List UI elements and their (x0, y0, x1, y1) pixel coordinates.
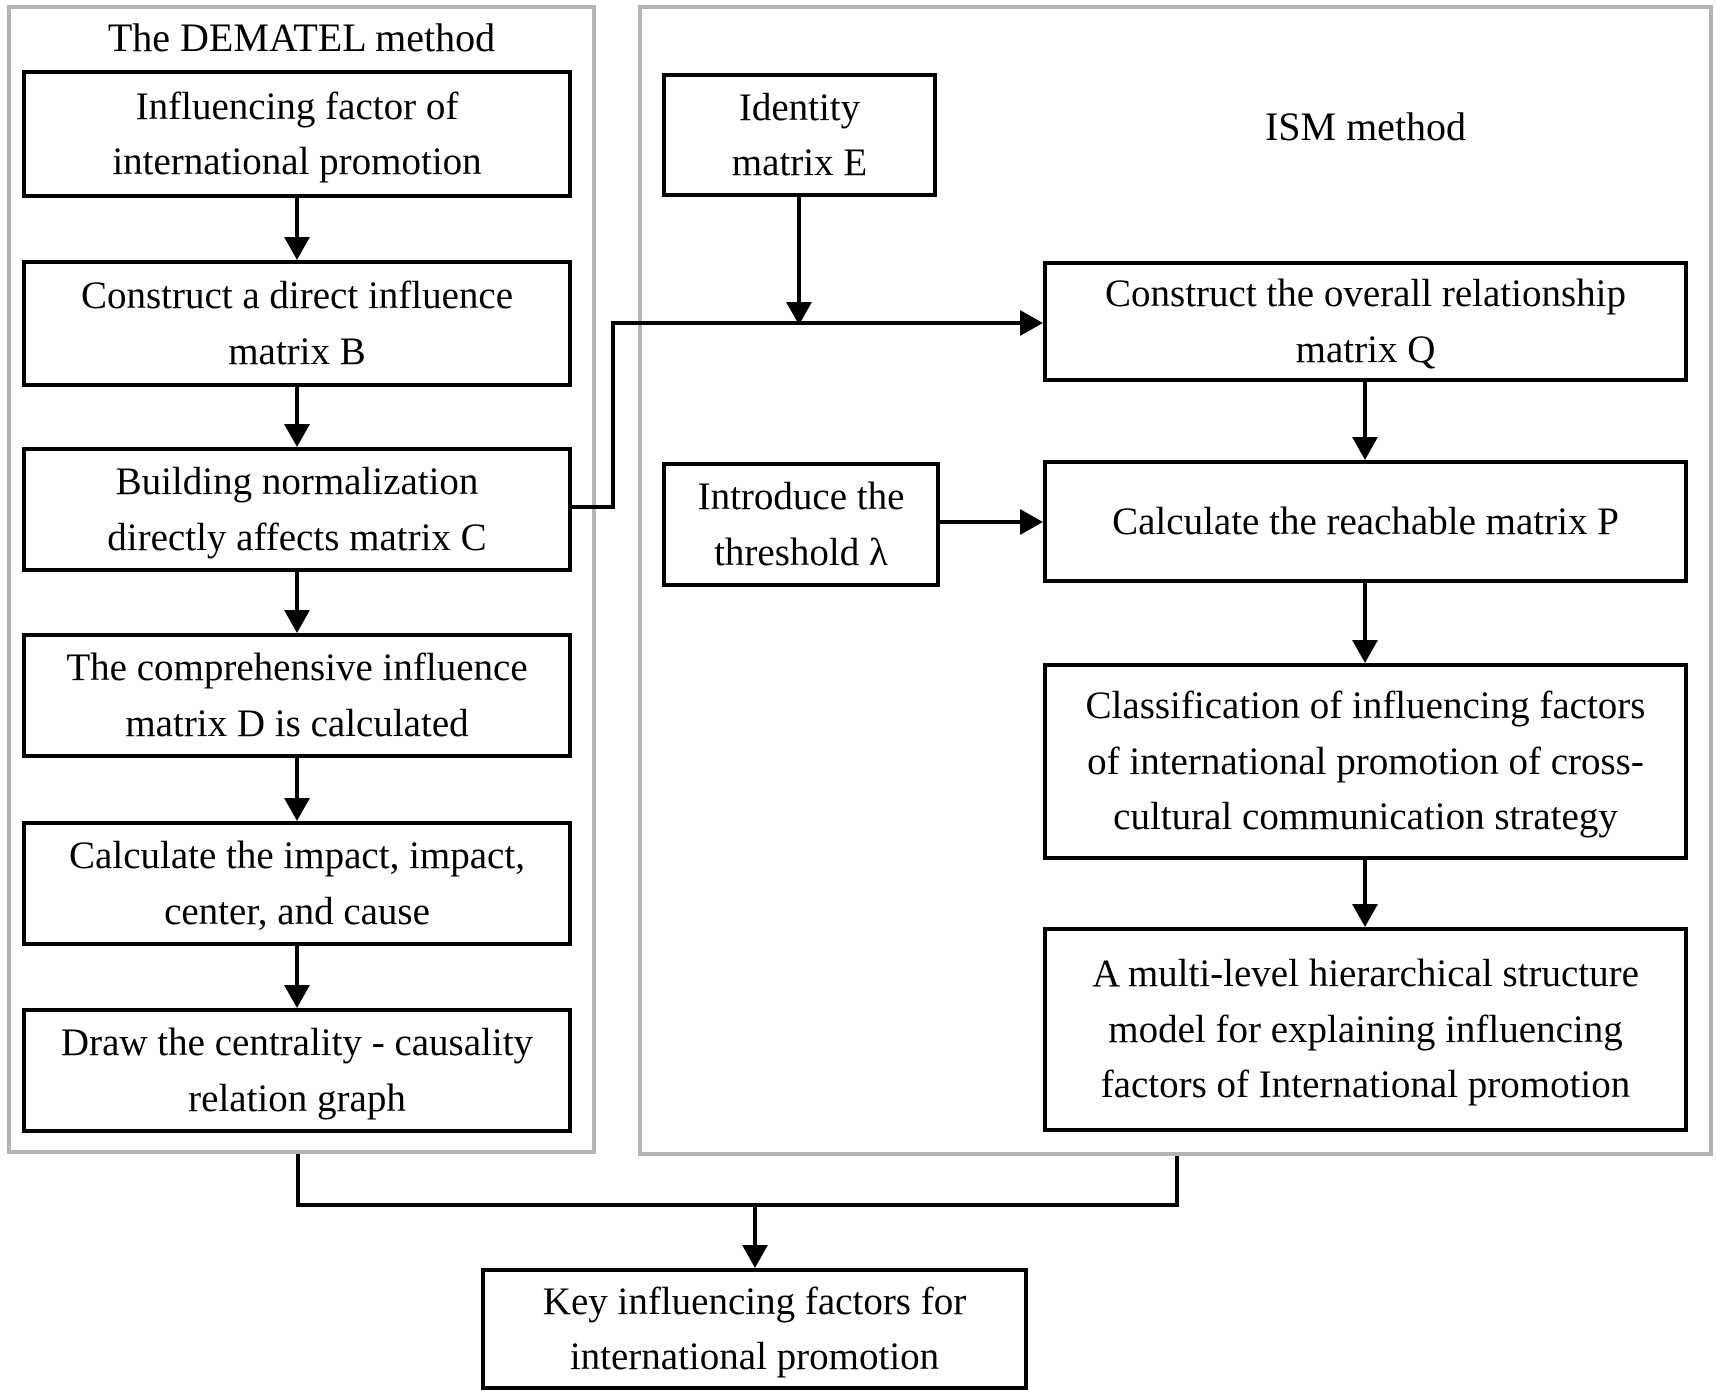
flow-line (295, 572, 299, 612)
arrowhead-right-icon (1020, 310, 1043, 336)
dematel-step-3-box: Building normalization directly affects … (22, 447, 572, 572)
arrowhead-down-icon (284, 424, 310, 447)
dematel-step-6-box: Draw the centrality - causality relation… (22, 1008, 572, 1133)
identity-matrix-box: Identity matrix E (662, 73, 937, 197)
flow-line (1363, 382, 1367, 439)
flow-line (295, 198, 299, 239)
arrowhead-down-icon (1352, 437, 1378, 460)
flow-line (295, 758, 299, 800)
flow-line (296, 1154, 300, 1207)
arrowhead-down-icon (1352, 640, 1378, 663)
flow-line (940, 520, 1020, 524)
output-box: Key influencing factors for internationa… (481, 1268, 1028, 1390)
flow-line (296, 1203, 1179, 1207)
arrowhead-down-icon (284, 610, 310, 633)
flow-line (753, 1203, 757, 1246)
ism-panel (638, 5, 1713, 1156)
threshold-box: Introduce the threshold λ (662, 462, 940, 587)
arrowhead-down-icon (284, 985, 310, 1008)
dematel-step-2-box: Construct a direct influence matrix B (22, 260, 572, 387)
dematel-step-5-box: Calculate the impact, impact, center, an… (22, 821, 572, 946)
dematel-panel (7, 5, 596, 1154)
dematel-step-4-box: The comprehensive influence matrix D is … (22, 633, 572, 758)
ism-panel-title: ISM method (1264, 104, 1467, 149)
arrowhead-down-icon (786, 302, 812, 325)
flow-line (295, 946, 299, 987)
flow-line (572, 505, 613, 509)
ism-step-1-box: Construct the overall relationship matri… (1043, 261, 1688, 382)
ism-step-3-box: Classification of influencing factors of… (1043, 663, 1688, 860)
arrowhead-down-icon (1352, 904, 1378, 927)
dematel-panel-title: The DEMATEL method (107, 15, 496, 60)
arrowhead-right-icon (1020, 509, 1043, 535)
arrowhead-down-icon (284, 798, 310, 821)
ism-step-4-box: A multi-level hierarchical structure mod… (1043, 927, 1688, 1132)
flow-line (797, 197, 801, 303)
flow-line (1363, 860, 1367, 906)
ism-step-2-box: Calculate the reachable matrix P (1043, 460, 1688, 583)
flow-line (611, 321, 615, 509)
flow-line (1175, 1156, 1179, 1207)
arrowhead-down-icon (742, 1245, 768, 1268)
arrowhead-down-icon (284, 237, 310, 260)
flow-line (1363, 583, 1367, 642)
flow-line (295, 387, 299, 426)
flow-line (611, 321, 1020, 325)
dematel-step-1-box: Influencing factor of international prom… (22, 70, 572, 198)
